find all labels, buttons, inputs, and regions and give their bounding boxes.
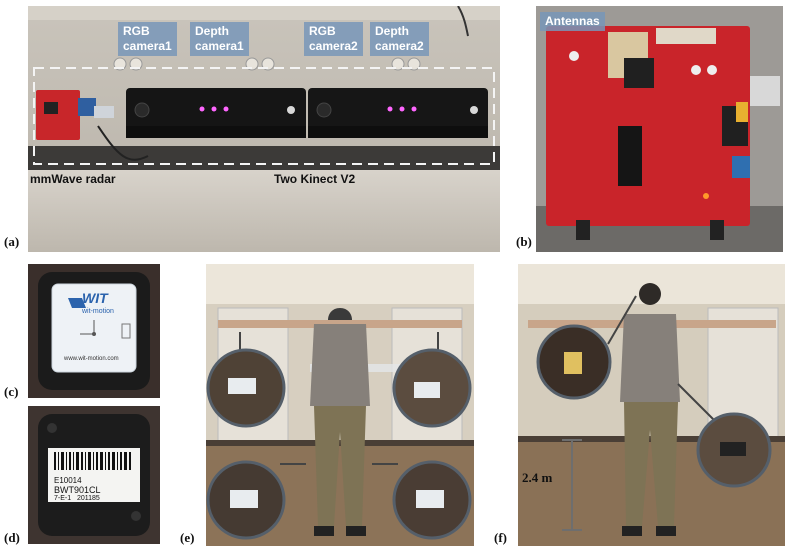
kinect-radar-setup-illustration — [28, 6, 500, 252]
barcode-line-3: 7-E-1 201185 — [54, 495, 100, 502]
panel-label-c: (c) — [4, 384, 19, 399]
panel-e-photo — [206, 264, 474, 546]
panel-c-photo: WIT wit-motion www.wit-motion.com — [28, 264, 160, 398]
panel-d-photo: E10014 BWT901CL 7-E-1 201185 — [28, 406, 160, 544]
tag-rgb-camera1: RGB camera1 — [118, 22, 177, 56]
imu-brand-sub: wit-motion — [82, 308, 114, 315]
panel-label-d: (d) — [4, 530, 20, 545]
tag-rgb-camera2: RGB camera2 — [304, 22, 363, 56]
panel-label-f: (f) — [494, 530, 507, 545]
distance-label: 2.4 m — [522, 470, 553, 485]
imu-sensor-bottom-illustration — [28, 406, 160, 544]
panel-b-photo: Antennas — [536, 6, 783, 252]
subject-back-view-illustration — [518, 264, 785, 546]
panel-label-b: (b) — [516, 234, 532, 249]
panel-a-photo: RGB camera1 Depth camera1 RGB camera2 De… — [28, 6, 500, 252]
tag-depth-camera1: Depth camera1 — [190, 22, 249, 56]
subject-front-view-illustration — [206, 264, 474, 546]
barcode-line-2: BWT901CL — [54, 485, 101, 495]
radar-board-illustration — [536, 6, 783, 252]
caption-mmwave-radar: mmWave radar — [30, 172, 116, 186]
panel-label-a: (a) — [4, 234, 20, 249]
panel-label-e: (e) — [180, 530, 195, 545]
barcode-line-1: E10014 — [54, 476, 82, 485]
imu-url: www.wit-motion.com — [64, 356, 119, 362]
tag-depth-camera2: Depth camera2 — [370, 22, 429, 56]
tag-antennas: Antennas — [540, 12, 605, 31]
imu-sensor-top-illustration — [28, 264, 160, 398]
panel-f-photo: 2.4 m — [518, 264, 785, 546]
caption-two-kinect: Two Kinect V2 — [274, 172, 356, 186]
imu-brand: WIT — [82, 290, 108, 306]
